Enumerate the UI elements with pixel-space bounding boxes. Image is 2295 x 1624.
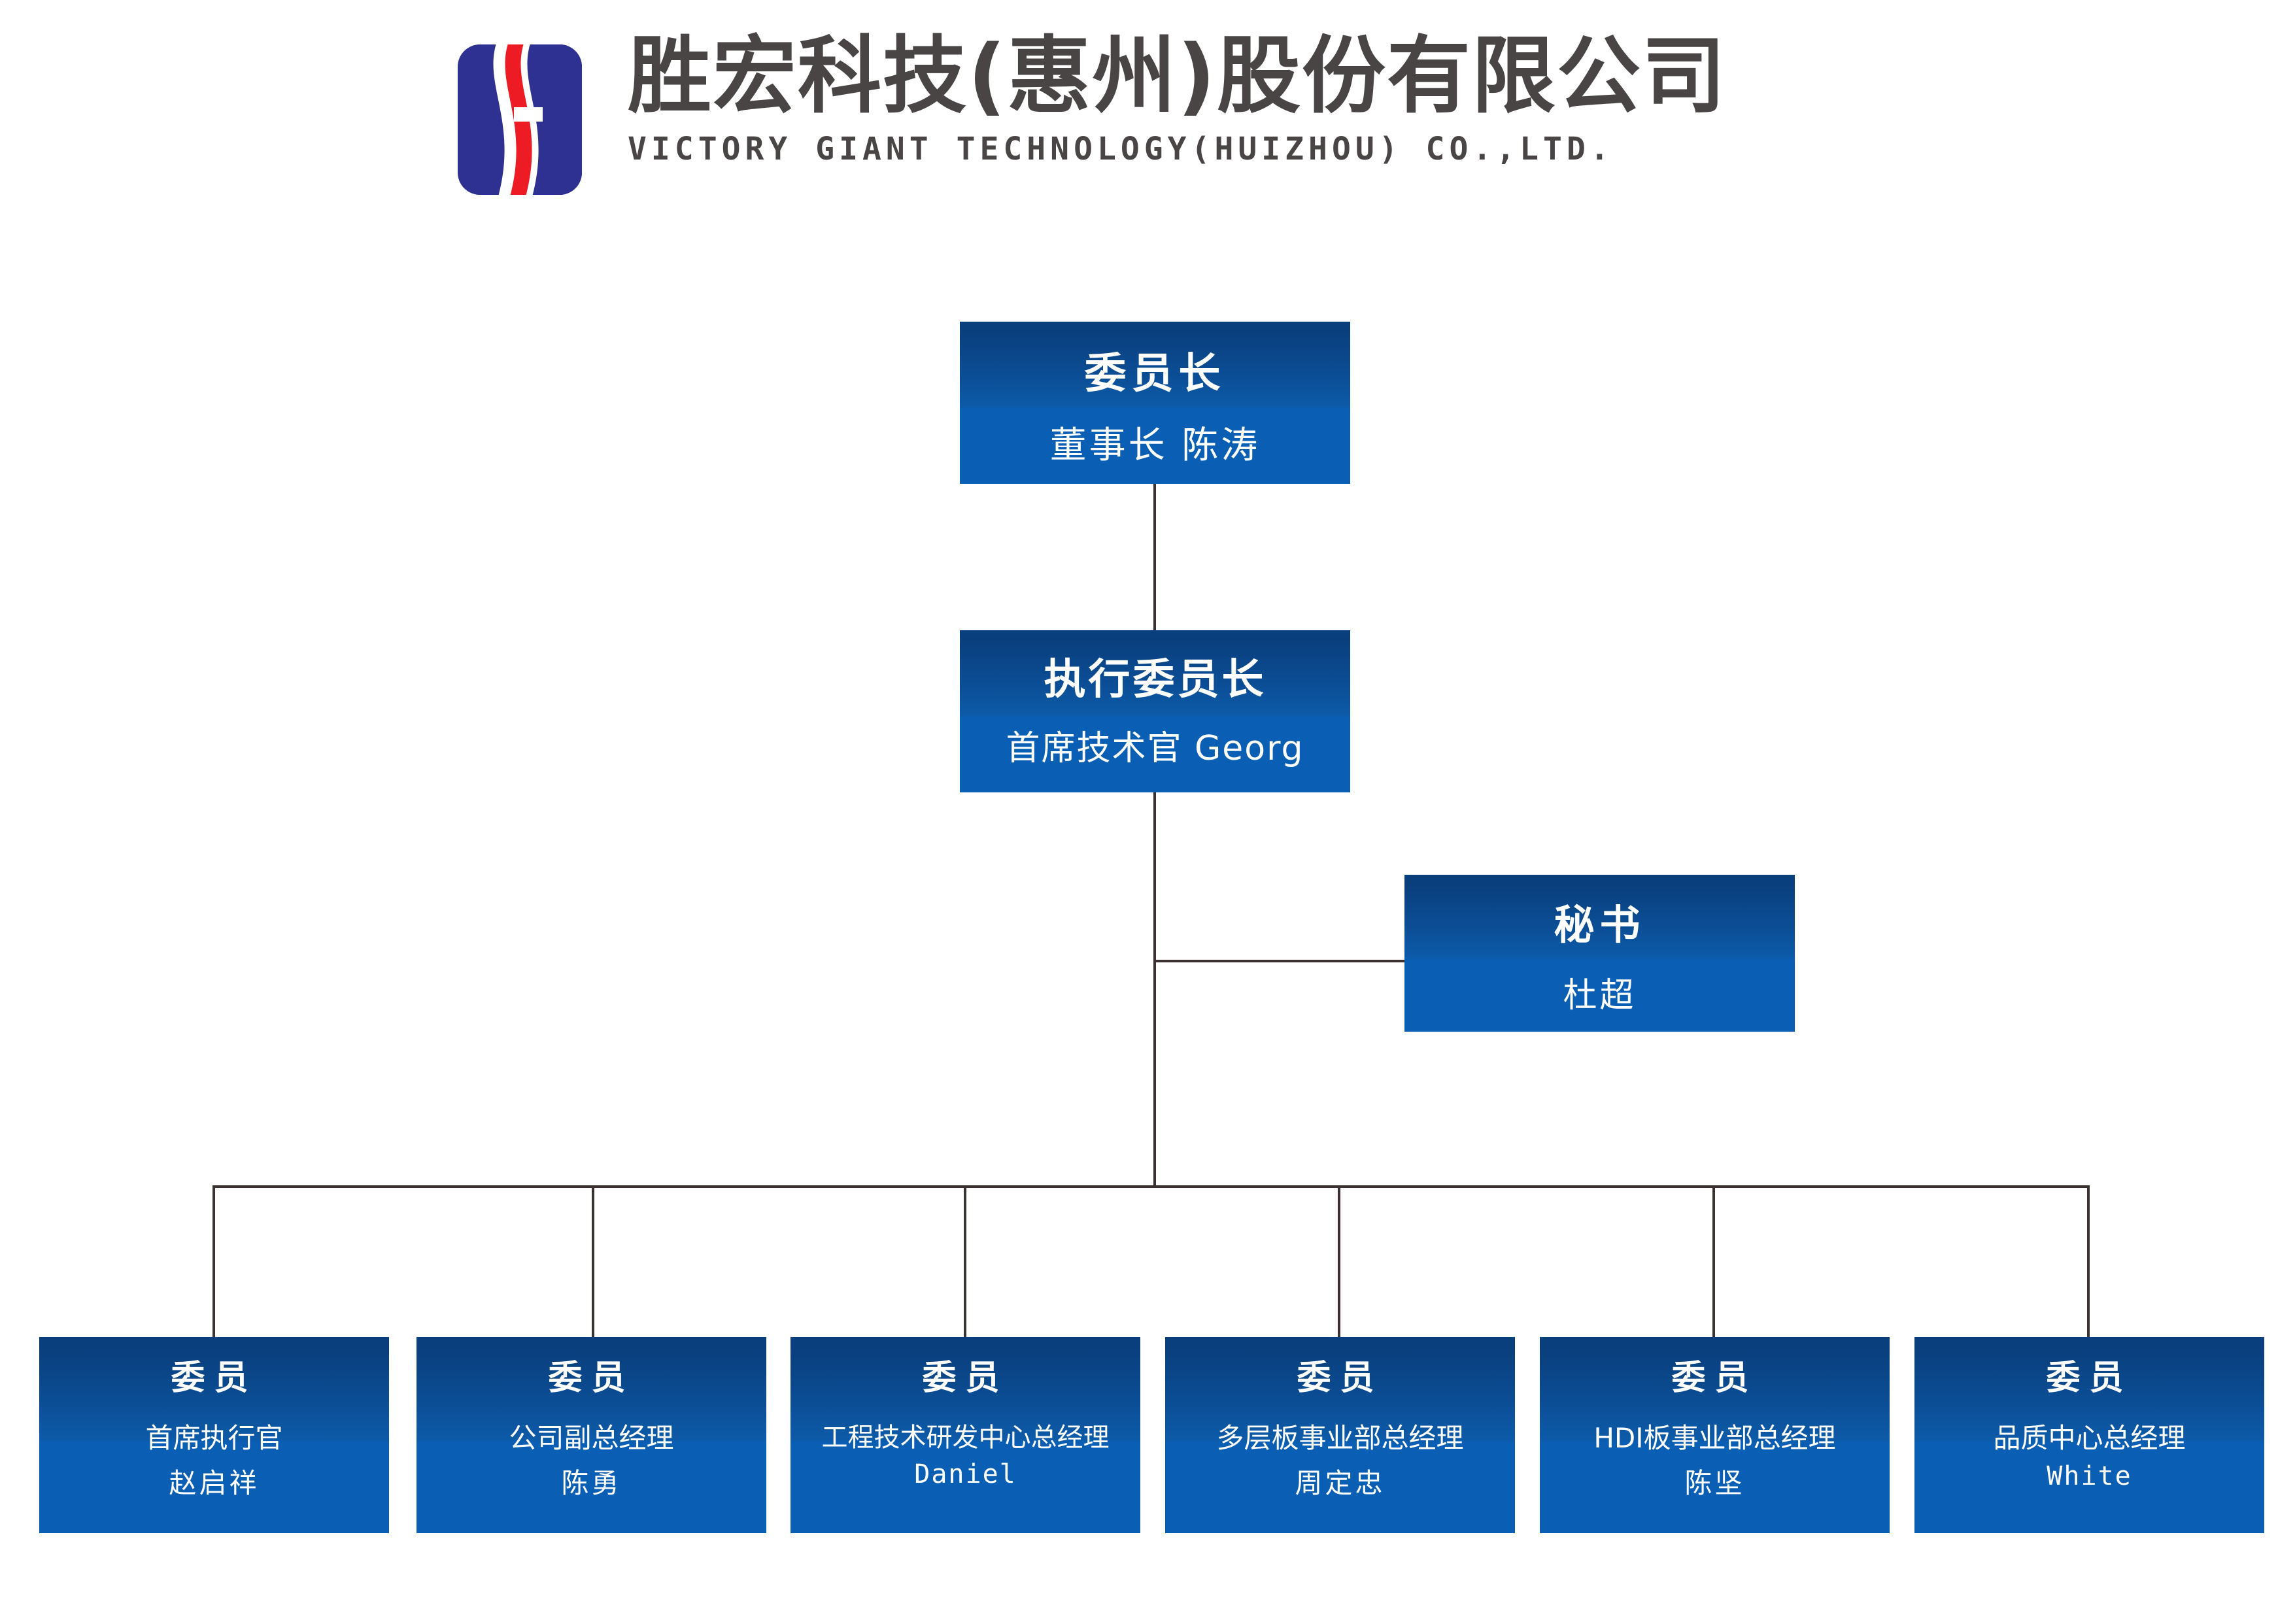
node-member-4-name: 周定忠 xyxy=(1295,1467,1386,1499)
node-member-4-title: 委员 xyxy=(1297,1359,1384,1398)
node-member-6-role: 品质中心总经理 xyxy=(1993,1422,2186,1454)
node-chairman-subtitle: 董事长 陈涛 xyxy=(1049,424,1261,467)
victory-giant-logo-icon xyxy=(458,44,582,195)
node-member-3-name: Daniel xyxy=(914,1459,1017,1489)
node-member-2-title: 委员 xyxy=(548,1359,635,1398)
company-name-cn: 胜宏科技(惠州)股份有限公司 xyxy=(628,27,1727,125)
node-secretary[interactable]: 秘书 杜超 xyxy=(1404,875,1795,1032)
connector-exec-to-secretary xyxy=(1153,960,1408,962)
company-name-en: VICTORY GIANT TECHNOLOGY(HUIZHOU) CO.,LT… xyxy=(628,131,1614,168)
node-member-5-title: 委员 xyxy=(1671,1359,1758,1398)
node-member-3-title: 委员 xyxy=(922,1359,1009,1398)
node-member-5[interactable]: 委员 HDI板事业部总经理 陈坚 xyxy=(1540,1337,1890,1533)
node-member-5-name: 陈坚 xyxy=(1684,1467,1745,1499)
connector-drop-member-1 xyxy=(212,1185,215,1337)
connector-member-bus xyxy=(212,1185,2090,1188)
connector-drop-member-4 xyxy=(1338,1185,1340,1337)
node-member-6-name: White xyxy=(2047,1461,2132,1491)
node-secretary-title: 秘书 xyxy=(1554,901,1646,949)
connector-drop-member-5 xyxy=(1712,1185,1715,1337)
node-executive-chairman[interactable]: 执行委员长 首席技术官 Georg xyxy=(960,630,1350,792)
node-member-2-role: 公司副总经理 xyxy=(509,1422,674,1454)
node-secretary-subtitle: 杜超 xyxy=(1563,976,1637,1015)
node-member-6[interactable]: 委员 品质中心总经理 White xyxy=(1914,1337,2264,1533)
connector-drop-member-6 xyxy=(2087,1185,2090,1337)
node-member-6-title: 委员 xyxy=(2046,1359,2133,1398)
node-member-1-title: 委员 xyxy=(171,1359,258,1398)
node-member-2[interactable]: 委员 公司副总经理 陈勇 xyxy=(416,1337,766,1533)
connector-drop-member-3 xyxy=(964,1185,966,1337)
brand-text-block: 胜宏科技(惠州)股份有限公司 VICTORY GIANT TECHNOLOGY(… xyxy=(628,31,1727,167)
node-chairman-title: 委员长 xyxy=(1084,350,1226,398)
node-member-1[interactable]: 委员 首席执行官 赵启祥 xyxy=(39,1337,389,1533)
node-member-3-role: 工程技术研发中心总经理 xyxy=(821,1423,1110,1453)
company-brand-header: 胜宏科技(惠州)股份有限公司 VICTORY GIANT TECHNOLOGY(… xyxy=(458,31,1962,201)
node-member-4-role: 多层板事业部总经理 xyxy=(1216,1422,1464,1454)
connector-drop-member-2 xyxy=(592,1185,594,1337)
node-member-4[interactable]: 委员 多层板事业部总经理 周定忠 xyxy=(1165,1337,1515,1533)
node-member-1-name: 赵启祥 xyxy=(169,1467,260,1499)
node-member-5-role: HDI板事业部总经理 xyxy=(1593,1422,1836,1454)
connector-chairman-to-exec xyxy=(1153,482,1156,633)
node-chairman[interactable]: 委员长 董事长 陈涛 xyxy=(960,322,1350,484)
node-member-1-role: 首席执行官 xyxy=(145,1422,283,1454)
node-member-2-name: 陈勇 xyxy=(561,1467,622,1499)
node-executive-chairman-title: 执行委员长 xyxy=(1044,656,1266,704)
node-member-3[interactable]: 委员 工程技术研发中心总经理 Daniel xyxy=(790,1337,1140,1533)
connector-exec-trunk xyxy=(1153,791,1156,1188)
node-executive-chairman-subtitle: 首席技术官 Georg xyxy=(1006,729,1304,768)
